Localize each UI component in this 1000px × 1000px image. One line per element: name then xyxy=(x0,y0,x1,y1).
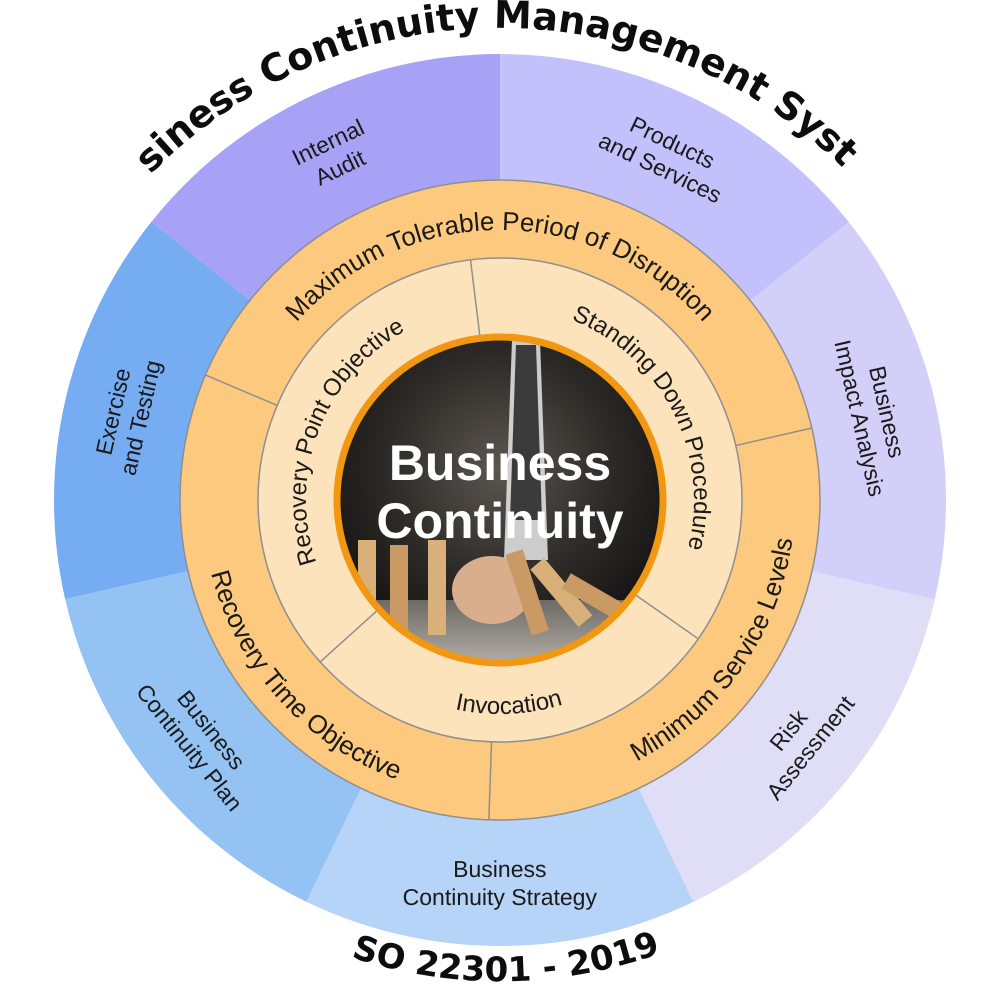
orange-divider xyxy=(205,374,278,407)
segment-risk-assessment: RiskAssessment xyxy=(638,571,935,902)
center-border xyxy=(333,333,667,667)
inner-divider xyxy=(319,608,380,663)
segment-internal-audit: InternalAudit xyxy=(151,54,501,301)
orange-divider xyxy=(488,741,493,820)
segment-business-continuity-strategy-fill xyxy=(306,788,694,947)
segment-products-and-services: Productsand Services xyxy=(500,54,849,301)
segment-business-impact-analysis-fill xyxy=(750,222,946,600)
segment-products-and-services-fill xyxy=(500,54,849,301)
inner-divider xyxy=(469,259,481,339)
center-title-line1: Business xyxy=(389,435,611,491)
inner-divider xyxy=(633,592,699,640)
segment-business-impact-analysis: BusinessImpact Analysis xyxy=(750,222,946,600)
segment-risk-assessment-fill xyxy=(638,571,935,902)
center-title-line2: Continuity xyxy=(376,493,623,549)
segment-exercise-and-testing: Exerciseand Testing xyxy=(54,221,250,600)
segment-business-continuity-plan-fill xyxy=(65,571,362,902)
orange-divider xyxy=(735,427,812,447)
segment-internal-audit-fill xyxy=(151,54,501,301)
segment-exercise-and-testing-fill xyxy=(54,221,250,600)
center-photo xyxy=(333,333,667,667)
